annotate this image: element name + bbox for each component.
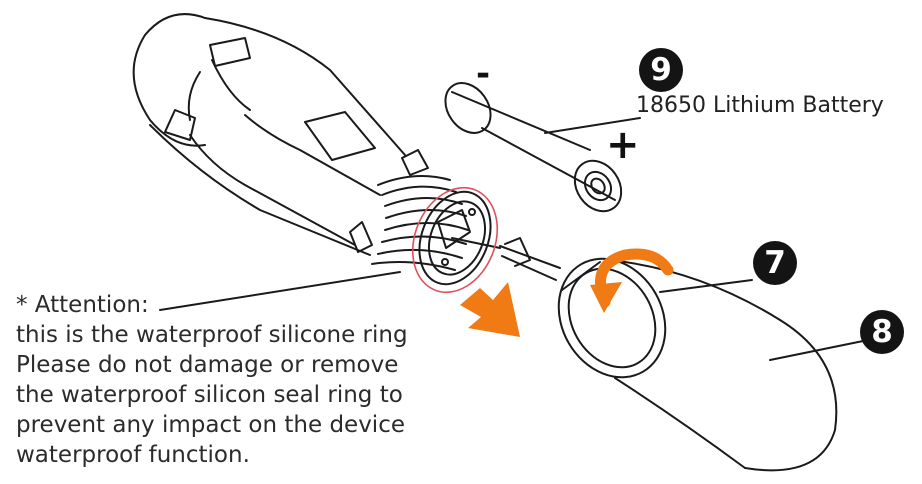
orange-twist-arrow-icon — [590, 248, 674, 313]
battery-negative-sign: - — [476, 54, 491, 94]
attention-line: this is the waterproof silicone ring — [16, 322, 408, 348]
flashlight-body — [132, 13, 469, 271]
battery-leader-line — [544, 117, 641, 134]
cap-leader-line — [769, 339, 869, 361]
battery-cell — [444, 82, 623, 213]
callout-badge-cap: 8 — [860, 310, 904, 354]
attention-line: prevent any impact on the device — [16, 412, 405, 438]
waterproof-seal-ring — [411, 186, 499, 294]
battery-positive-sign: + — [606, 122, 640, 168]
attention-line: the waterproof silicon seal ring to — [16, 382, 403, 408]
orange-direction-arrow-icon — [460, 282, 520, 337]
attention-leader-line — [159, 271, 401, 311]
battery-contact-rod — [499, 237, 561, 281]
callout-badge-ring: 7 — [753, 241, 797, 285]
ring-leader-line — [659, 279, 753, 293]
tail-cap — [557, 257, 838, 472]
attention-line: Please do not damage or remove — [16, 352, 399, 378]
attention-note: * Attention: this is the waterproof sili… — [16, 290, 408, 470]
attention-line: waterproof function. — [16, 442, 250, 468]
battery-label: 18650 Lithium Battery — [636, 93, 884, 118]
battery-contact-face — [418, 190, 501, 286]
attention-heading: * Attention: — [16, 292, 149, 318]
callout-badge-battery: 9 — [639, 48, 683, 92]
